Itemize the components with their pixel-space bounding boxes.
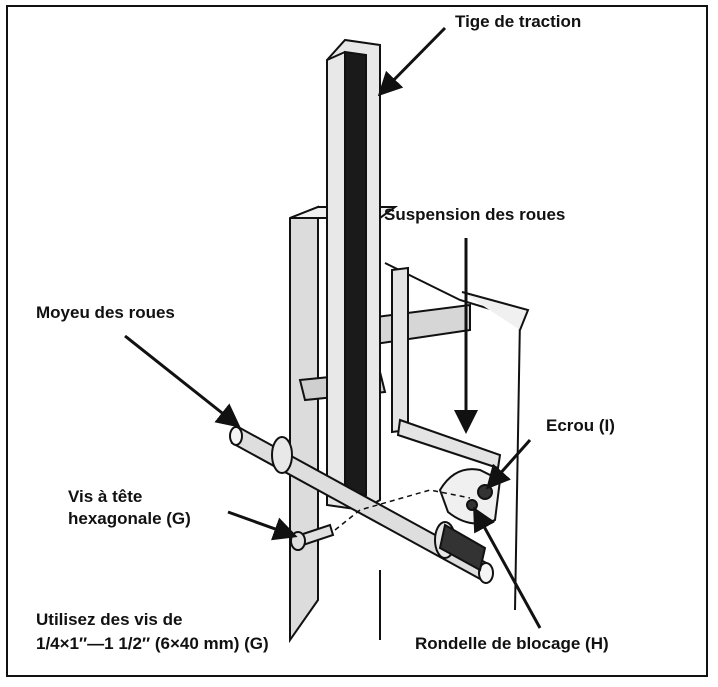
- note-line2: 1/4×1″—1 1/2″ (6×40 mm) (G): [36, 634, 269, 653]
- wheel-hub-arrow: [124, 334, 241, 428]
- lock-washer-label: Rondelle de blocage (H): [415, 634, 609, 653]
- lock-washer-arrow: [473, 506, 542, 629]
- hex-screw-arrow: [227, 510, 298, 541]
- pull-rod-label: Tige de traction: [455, 12, 582, 31]
- pull-rod: [326, 38, 381, 512]
- note-line1: Utilisez des vis de: [36, 610, 183, 629]
- nut-plate: [438, 468, 502, 525]
- wheel-suspension-label: Suspension des roues: [384, 205, 566, 224]
- leader-arrows: [124, 26, 542, 629]
- wheel-hub-label: Moyeu des roues: [36, 303, 175, 322]
- nut-label: Ecrou (I): [546, 416, 615, 435]
- nut-arrow: [486, 439, 532, 490]
- axle: [229, 426, 494, 584]
- pull-rod-arrow: [377, 26, 447, 97]
- hex-screw-label-line1: Vis à tête: [68, 487, 143, 506]
- hex-screw-label-line2: hexagonale (G): [68, 509, 191, 528]
